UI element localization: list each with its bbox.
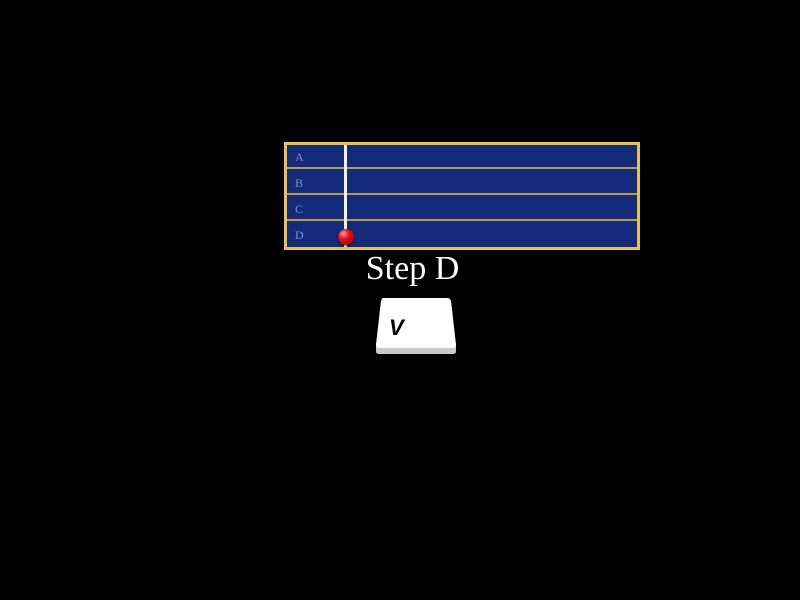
red-ball-marker — [338, 229, 354, 245]
lane-a: A — [287, 145, 637, 169]
track-panel: A B C D — [284, 142, 640, 250]
lane-b: B — [287, 171, 637, 195]
step-label: Step D — [365, 250, 460, 287]
playhead-line — [344, 145, 347, 247]
lane-label-a: A — [295, 150, 304, 164]
keycap-shape — [376, 298, 456, 354]
lane-c: C — [287, 197, 637, 221]
key-letter: V — [389, 315, 404, 340]
key-prompt[interactable]: V — [375, 297, 457, 354]
lane-label-c: C — [295, 202, 304, 216]
lane-label-d: D — [295, 228, 304, 242]
lane-label-b: B — [295, 176, 304, 190]
